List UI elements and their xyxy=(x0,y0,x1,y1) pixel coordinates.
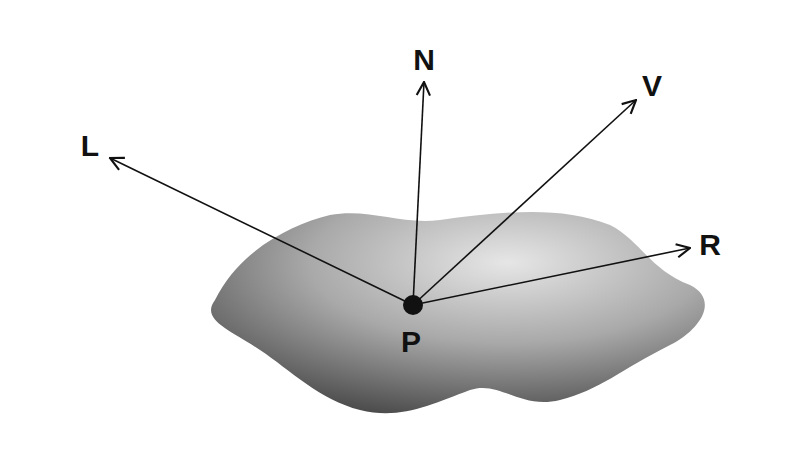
vector-label: V xyxy=(642,71,662,101)
vector-label: R xyxy=(699,230,721,260)
reflection-vector xyxy=(413,248,690,305)
view-vector xyxy=(413,100,636,305)
normal-vector xyxy=(413,82,424,305)
surface-point xyxy=(403,295,423,315)
point-label: P xyxy=(401,327,421,357)
light-vector xyxy=(110,158,413,305)
vector-label: L xyxy=(81,131,99,161)
vector-label: N xyxy=(413,45,435,75)
